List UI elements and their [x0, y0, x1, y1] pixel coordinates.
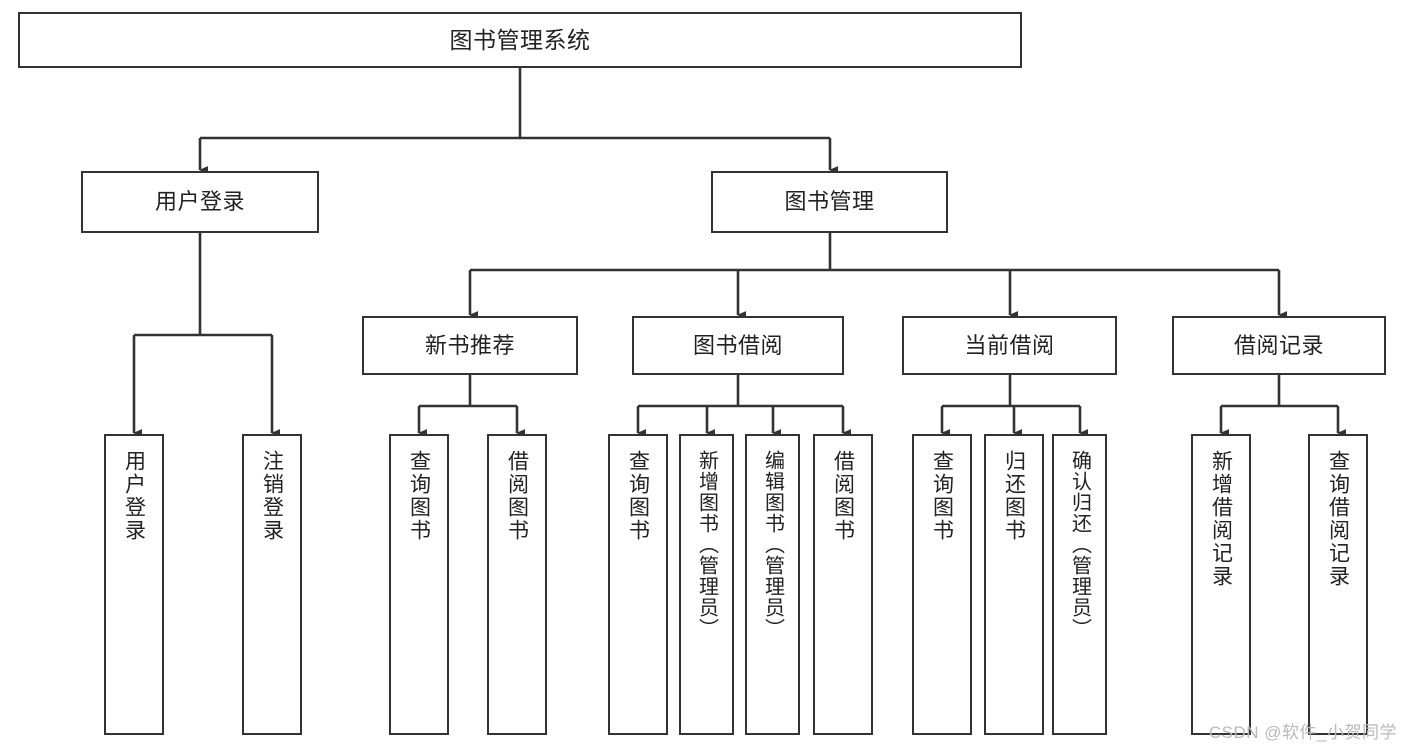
- node-leaf-query-record[interactable]: 查询借阅记录: [1308, 434, 1368, 735]
- node-label-leaf-borrow-book-1: 借阅图书: [505, 450, 529, 542]
- node-label-leaf-query-record: 查询借阅记录: [1326, 450, 1350, 588]
- node-label-book-borrow: 图书借阅: [692, 332, 783, 358]
- node-label-borrow-record: 借阅记录: [1233, 332, 1324, 358]
- node-leaf-borrow-book-2[interactable]: 借阅图书: [813, 434, 873, 735]
- node-label-leaf-query-book-3: 查询图书: [930, 450, 954, 542]
- node-label-leaf-confirm-return: 确认归还（管理员）: [1068, 450, 1091, 639]
- node-book-manage[interactable]: 图书管理: [711, 171, 948, 233]
- node-leaf-return-book[interactable]: 归还图书: [984, 434, 1044, 735]
- watermark-text: CSDN @软件_小贺同学: [1208, 723, 1397, 742]
- node-leaf-add-book[interactable]: 新增图书（管理员）: [679, 434, 734, 735]
- node-new-book-rec[interactable]: 新书推荐: [362, 316, 578, 375]
- node-borrow-record[interactable]: 借阅记录: [1172, 316, 1386, 375]
- node-label-user-login: 用户登录: [154, 189, 245, 215]
- node-label-leaf-return-book: 归还图书: [1002, 450, 1026, 542]
- node-leaf-add-record[interactable]: 新增借阅记录: [1191, 434, 1251, 735]
- node-leaf-borrow-book-1[interactable]: 借阅图书: [487, 434, 547, 735]
- node-label-leaf-user-login: 用户登录: [122, 450, 146, 542]
- node-leaf-confirm-return[interactable]: 确认归还（管理员）: [1052, 434, 1107, 735]
- node-label-book-manage: 图书管理: [784, 189, 875, 215]
- node-label-leaf-add-book: 新增图书（管理员）: [695, 450, 718, 639]
- node-root[interactable]: 图书管理系统: [18, 12, 1022, 68]
- node-leaf-query-book-3[interactable]: 查询图书: [912, 434, 972, 735]
- node-leaf-edit-book[interactable]: 编辑图书（管理员）: [745, 434, 800, 735]
- node-label-new-book-rec: 新书推荐: [424, 332, 515, 358]
- node-current-borrow[interactable]: 当前借阅: [902, 316, 1117, 375]
- node-label-leaf-edit-book: 编辑图书（管理员）: [761, 450, 784, 639]
- node-label-leaf-borrow-book-2: 借阅图书: [831, 450, 855, 542]
- node-leaf-query-book-2[interactable]: 查询图书: [608, 434, 668, 735]
- node-book-borrow[interactable]: 图书借阅: [632, 316, 844, 375]
- node-leaf-user-login[interactable]: 用户登录: [104, 434, 164, 735]
- node-label-leaf-add-record: 新增借阅记录: [1209, 450, 1233, 588]
- node-leaf-logout[interactable]: 注销登录: [242, 434, 302, 735]
- node-label-current-borrow: 当前借阅: [964, 332, 1055, 358]
- node-label-leaf-logout: 注销登录: [260, 450, 284, 542]
- node-label-leaf-query-book-1: 查询图书: [407, 450, 431, 542]
- node-label-root: 图书管理系统: [449, 26, 591, 53]
- node-label-leaf-query-book-2: 查询图书: [626, 450, 650, 542]
- node-user-login[interactable]: 用户登录: [81, 171, 319, 233]
- node-leaf-query-book-1[interactable]: 查询图书: [389, 434, 449, 735]
